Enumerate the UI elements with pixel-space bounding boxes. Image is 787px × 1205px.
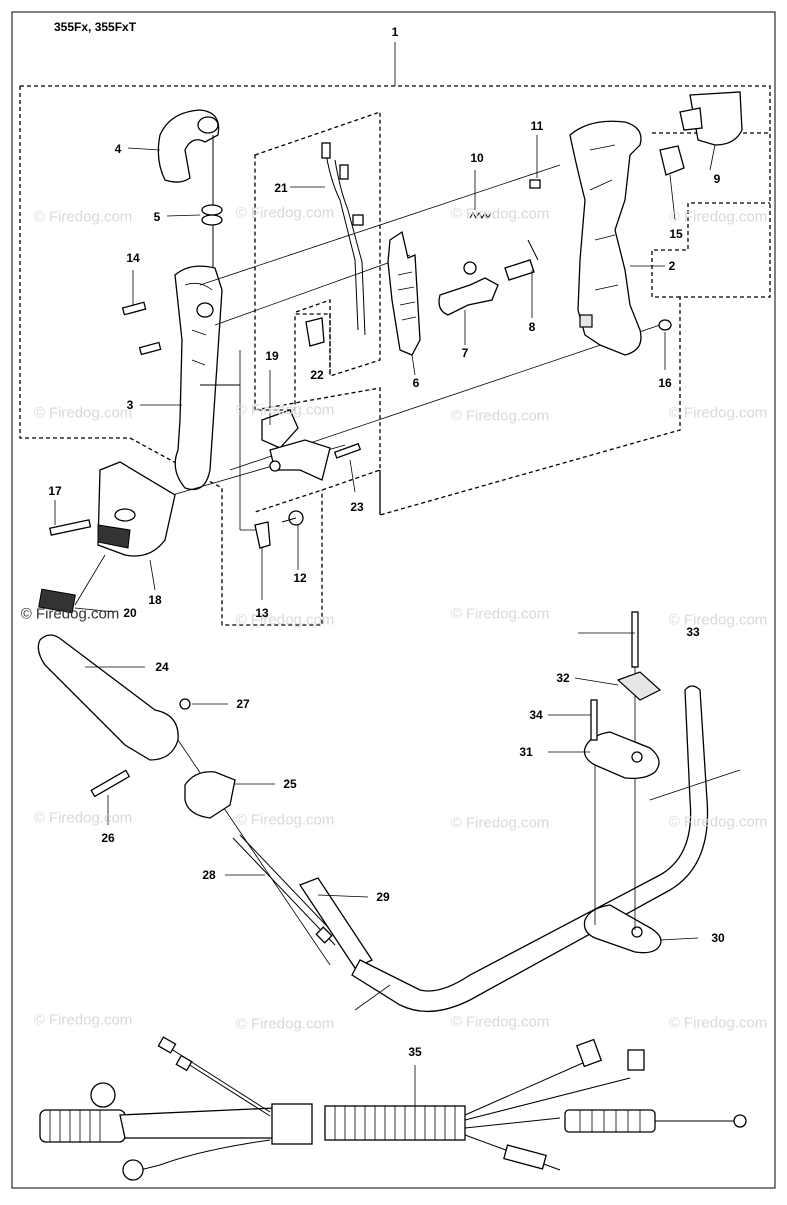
part-33-bolt <box>631 611 639 668</box>
callout-33: 33 <box>686 625 700 639</box>
part-24-grip <box>37 634 331 966</box>
callout-22: 22 <box>310 368 324 382</box>
part-31-clamp <box>583 731 660 780</box>
part-23-screw <box>333 442 362 459</box>
part-9-guard <box>679 91 743 146</box>
watermark: © Firedog.com <box>668 1014 768 1032</box>
watermark: © Firedog.com <box>450 1013 550 1031</box>
watermark: © Firedog.com <box>235 204 335 222</box>
part-29-sleeve <box>299 877 373 969</box>
callout-19: 19 <box>265 349 279 363</box>
part-27-nut <box>179 698 191 710</box>
part-18-housing <box>97 461 176 557</box>
leader-lines <box>54 42 716 1106</box>
callout-18: 18 <box>148 593 162 607</box>
callout-7: 7 <box>461 346 469 360</box>
watermark: © Firedog.com <box>33 1011 133 1029</box>
callout-17: 17 <box>48 484 62 498</box>
part-16-washer <box>658 319 672 331</box>
callout-31: 31 <box>519 745 533 759</box>
part-7-lockout <box>438 261 499 316</box>
group-21-boundary <box>254 111 381 411</box>
callout-10: 10 <box>470 151 484 165</box>
callout-23: 23 <box>350 500 364 514</box>
part-13-clip <box>254 521 271 549</box>
watermark: © Firedog.com <box>668 611 768 629</box>
callout-4: 4 <box>114 142 122 156</box>
part-2-handle-half <box>569 120 642 356</box>
watermark: © Firedog.com <box>450 205 550 223</box>
callout-9: 9 <box>713 172 721 186</box>
callout-24: 24 <box>155 660 169 674</box>
part-17-screw <box>49 519 92 536</box>
part-4-cap <box>157 109 220 290</box>
part-20-switch <box>38 554 116 614</box>
callout-5: 5 <box>153 210 161 224</box>
handlebar-tube <box>351 685 741 1013</box>
callout-11: 11 <box>530 119 544 133</box>
part-22-clip <box>305 317 325 347</box>
part-5-clip <box>201 204 223 226</box>
part-25-clamp <box>184 771 236 819</box>
part-3-handle-half <box>174 265 240 491</box>
watermark: © Firedog.com <box>450 814 550 832</box>
watermark: © Firedog.com <box>235 401 335 419</box>
callout-3: 3 <box>126 398 134 412</box>
callout-6: 6 <box>412 376 420 390</box>
watermark: © Firedog.com <box>235 611 335 629</box>
part-28-cable <box>232 834 343 946</box>
callout-14: 14 <box>126 251 140 265</box>
part-35-harness <box>39 1036 747 1181</box>
part-32-clamp-top <box>616 671 662 701</box>
callout-27: 27 <box>236 697 250 711</box>
callout-28: 28 <box>202 868 216 882</box>
callout-32: 32 <box>556 671 570 685</box>
callout-21: 21 <box>274 181 288 195</box>
diagram-border <box>11 11 776 1189</box>
part-30-plate <box>583 640 662 954</box>
part-19-trigger <box>261 409 331 481</box>
watermark: © Firedog.com <box>235 1015 335 1033</box>
part-21-cable <box>321 142 366 336</box>
part-12-screw <box>281 510 304 526</box>
model-title: 355Fx, 355FxT <box>54 20 137 34</box>
callout-15: 15 <box>669 227 683 241</box>
part-15-nut <box>659 145 685 176</box>
callout-12: 12 <box>293 571 307 585</box>
callout-1: 1 <box>391 25 399 39</box>
callout-34: 34 <box>529 708 543 722</box>
part-6-lever <box>387 230 421 356</box>
watermark: © Firedog.com <box>668 813 768 831</box>
watermark: © Firedog.com <box>33 809 133 827</box>
assembly-1-boundary-right <box>379 202 770 515</box>
callout-8: 8 <box>528 320 536 334</box>
part-14-bolt <box>121 301 162 356</box>
callout-26: 26 <box>101 831 115 845</box>
callout-20: 20 <box>123 606 137 620</box>
callout-30: 30 <box>711 931 725 945</box>
watermark: © Firedog.com <box>450 407 550 425</box>
part-26-bolt <box>90 769 131 798</box>
part-11-nut <box>529 179 541 189</box>
watermark: © Firedog.com <box>235 811 335 829</box>
watermark: © Firedog.com <box>668 208 768 226</box>
watermark: © Firedog.com <box>33 208 133 226</box>
group-22-boundary <box>295 299 331 375</box>
watermark: © Firedog.com <box>33 404 133 422</box>
callout-13: 13 <box>255 606 269 620</box>
callout-35: 35 <box>408 1045 422 1059</box>
watermark-overlay: © Firedog.com <box>20 605 120 623</box>
watermark: © Firedog.com <box>450 605 550 623</box>
part-8-pin <box>504 239 539 318</box>
watermark: © Firedog.com <box>668 404 768 422</box>
callout-16: 16 <box>658 376 672 390</box>
part-34-screw <box>590 699 598 741</box>
callout-25: 25 <box>283 777 297 791</box>
callout-2: 2 <box>668 259 676 273</box>
part-10-spring <box>469 212 492 219</box>
callout-29: 29 <box>376 890 390 904</box>
group-19-boundary <box>254 387 381 513</box>
